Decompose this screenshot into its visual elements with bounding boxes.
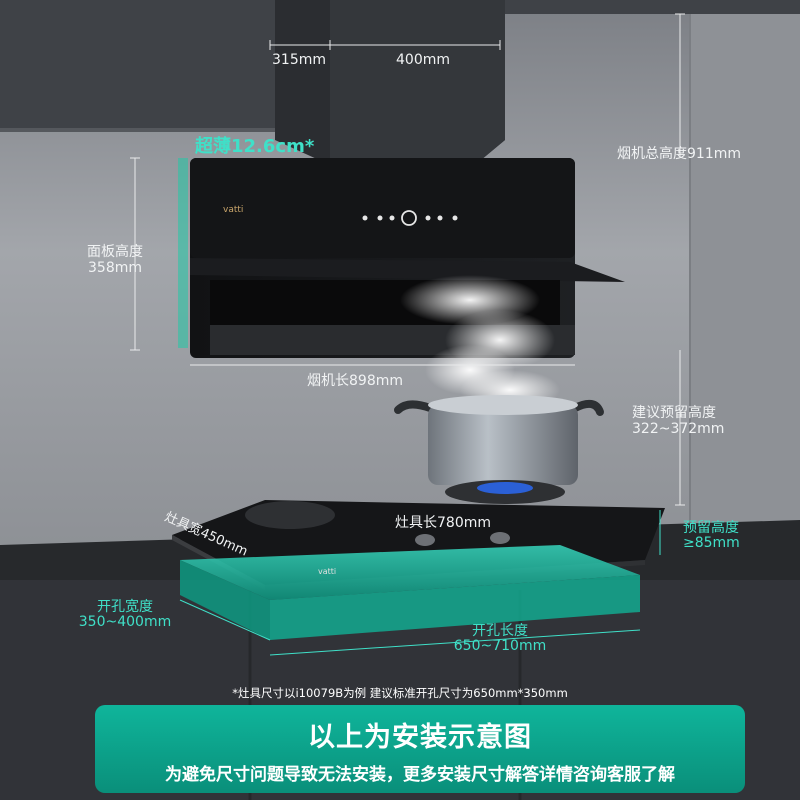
upper-cabinet-left [0, 0, 290, 130]
banner-subtitle: 为避免尺寸问题导致无法安装，更多安装尺寸解答详情咨询客服了解 [165, 765, 675, 785]
burner-left [245, 501, 335, 529]
stove-length-label: 灶具长780mm [395, 515, 491, 531]
reserve-height-label: 预留高度 [683, 520, 739, 536]
knob-right [490, 532, 510, 544]
pot [394, 395, 604, 485]
panel-height-value: 358mm [88, 260, 142, 276]
cutout-box [180, 545, 640, 640]
reserve-height-value: ≥85mm [683, 535, 740, 551]
knob-left [415, 534, 435, 546]
panel-height-label: 面板高度 [87, 244, 143, 260]
duct-width-label: 400mm [396, 52, 450, 68]
hole-width-label: 开孔宽度 [97, 599, 153, 615]
hole-length-value: 650~710mm [453, 638, 547, 654]
banner-title: 以上为安装示意图 [308, 722, 532, 753]
info-banner: 以上为安装示意图 为避免尺寸问题导致无法安装，更多安装尺寸解答详情咨询客服了解 [95, 705, 745, 793]
hood-brand-logo: vatti [223, 205, 244, 215]
hood-length-label: 烟机长898mm [307, 373, 403, 389]
stove-brand-logo: vatti [318, 567, 337, 576]
hole-width-value: 350~400mm [78, 614, 172, 630]
wall-column [690, 14, 800, 534]
hood-total-height-label: 烟机总高度911mm [617, 146, 741, 162]
footnote: *灶具尺寸以i10079B为例 建议标准开孔尺寸为650mm*350mm [232, 686, 568, 700]
dimension-lines [130, 13, 685, 555]
thickness-marker [178, 158, 188, 348]
install-gap-value: 322~372mm [632, 421, 725, 437]
upper-cabinet-right [505, 0, 800, 14]
install-gap-label: 建议预留高度 [632, 405, 716, 421]
hood-control-panel [362, 210, 458, 226]
hood-thickness-label: 超薄12.6cm* [195, 136, 315, 157]
hood-flap [190, 258, 625, 282]
hood-depth-label: 315mm [272, 52, 326, 68]
hole-length-label: 开孔长度 [472, 623, 528, 639]
